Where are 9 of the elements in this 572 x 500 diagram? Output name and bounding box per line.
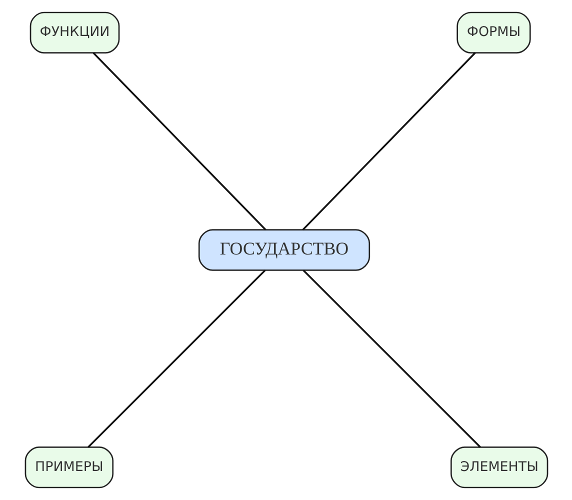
node-box: ПРИМЕРЫ [24,446,114,488]
node-box: ФУНКЦИИ [29,12,120,54]
connector [92,52,266,230]
connector [87,270,266,448]
node-box: ЭЛЕМЕНТЫ [450,446,548,488]
node-box: ГОСУДАРСТВО [198,229,370,271]
connector [302,270,480,448]
connector [302,52,476,230]
node-box: ФОРМЫ [456,12,530,54]
